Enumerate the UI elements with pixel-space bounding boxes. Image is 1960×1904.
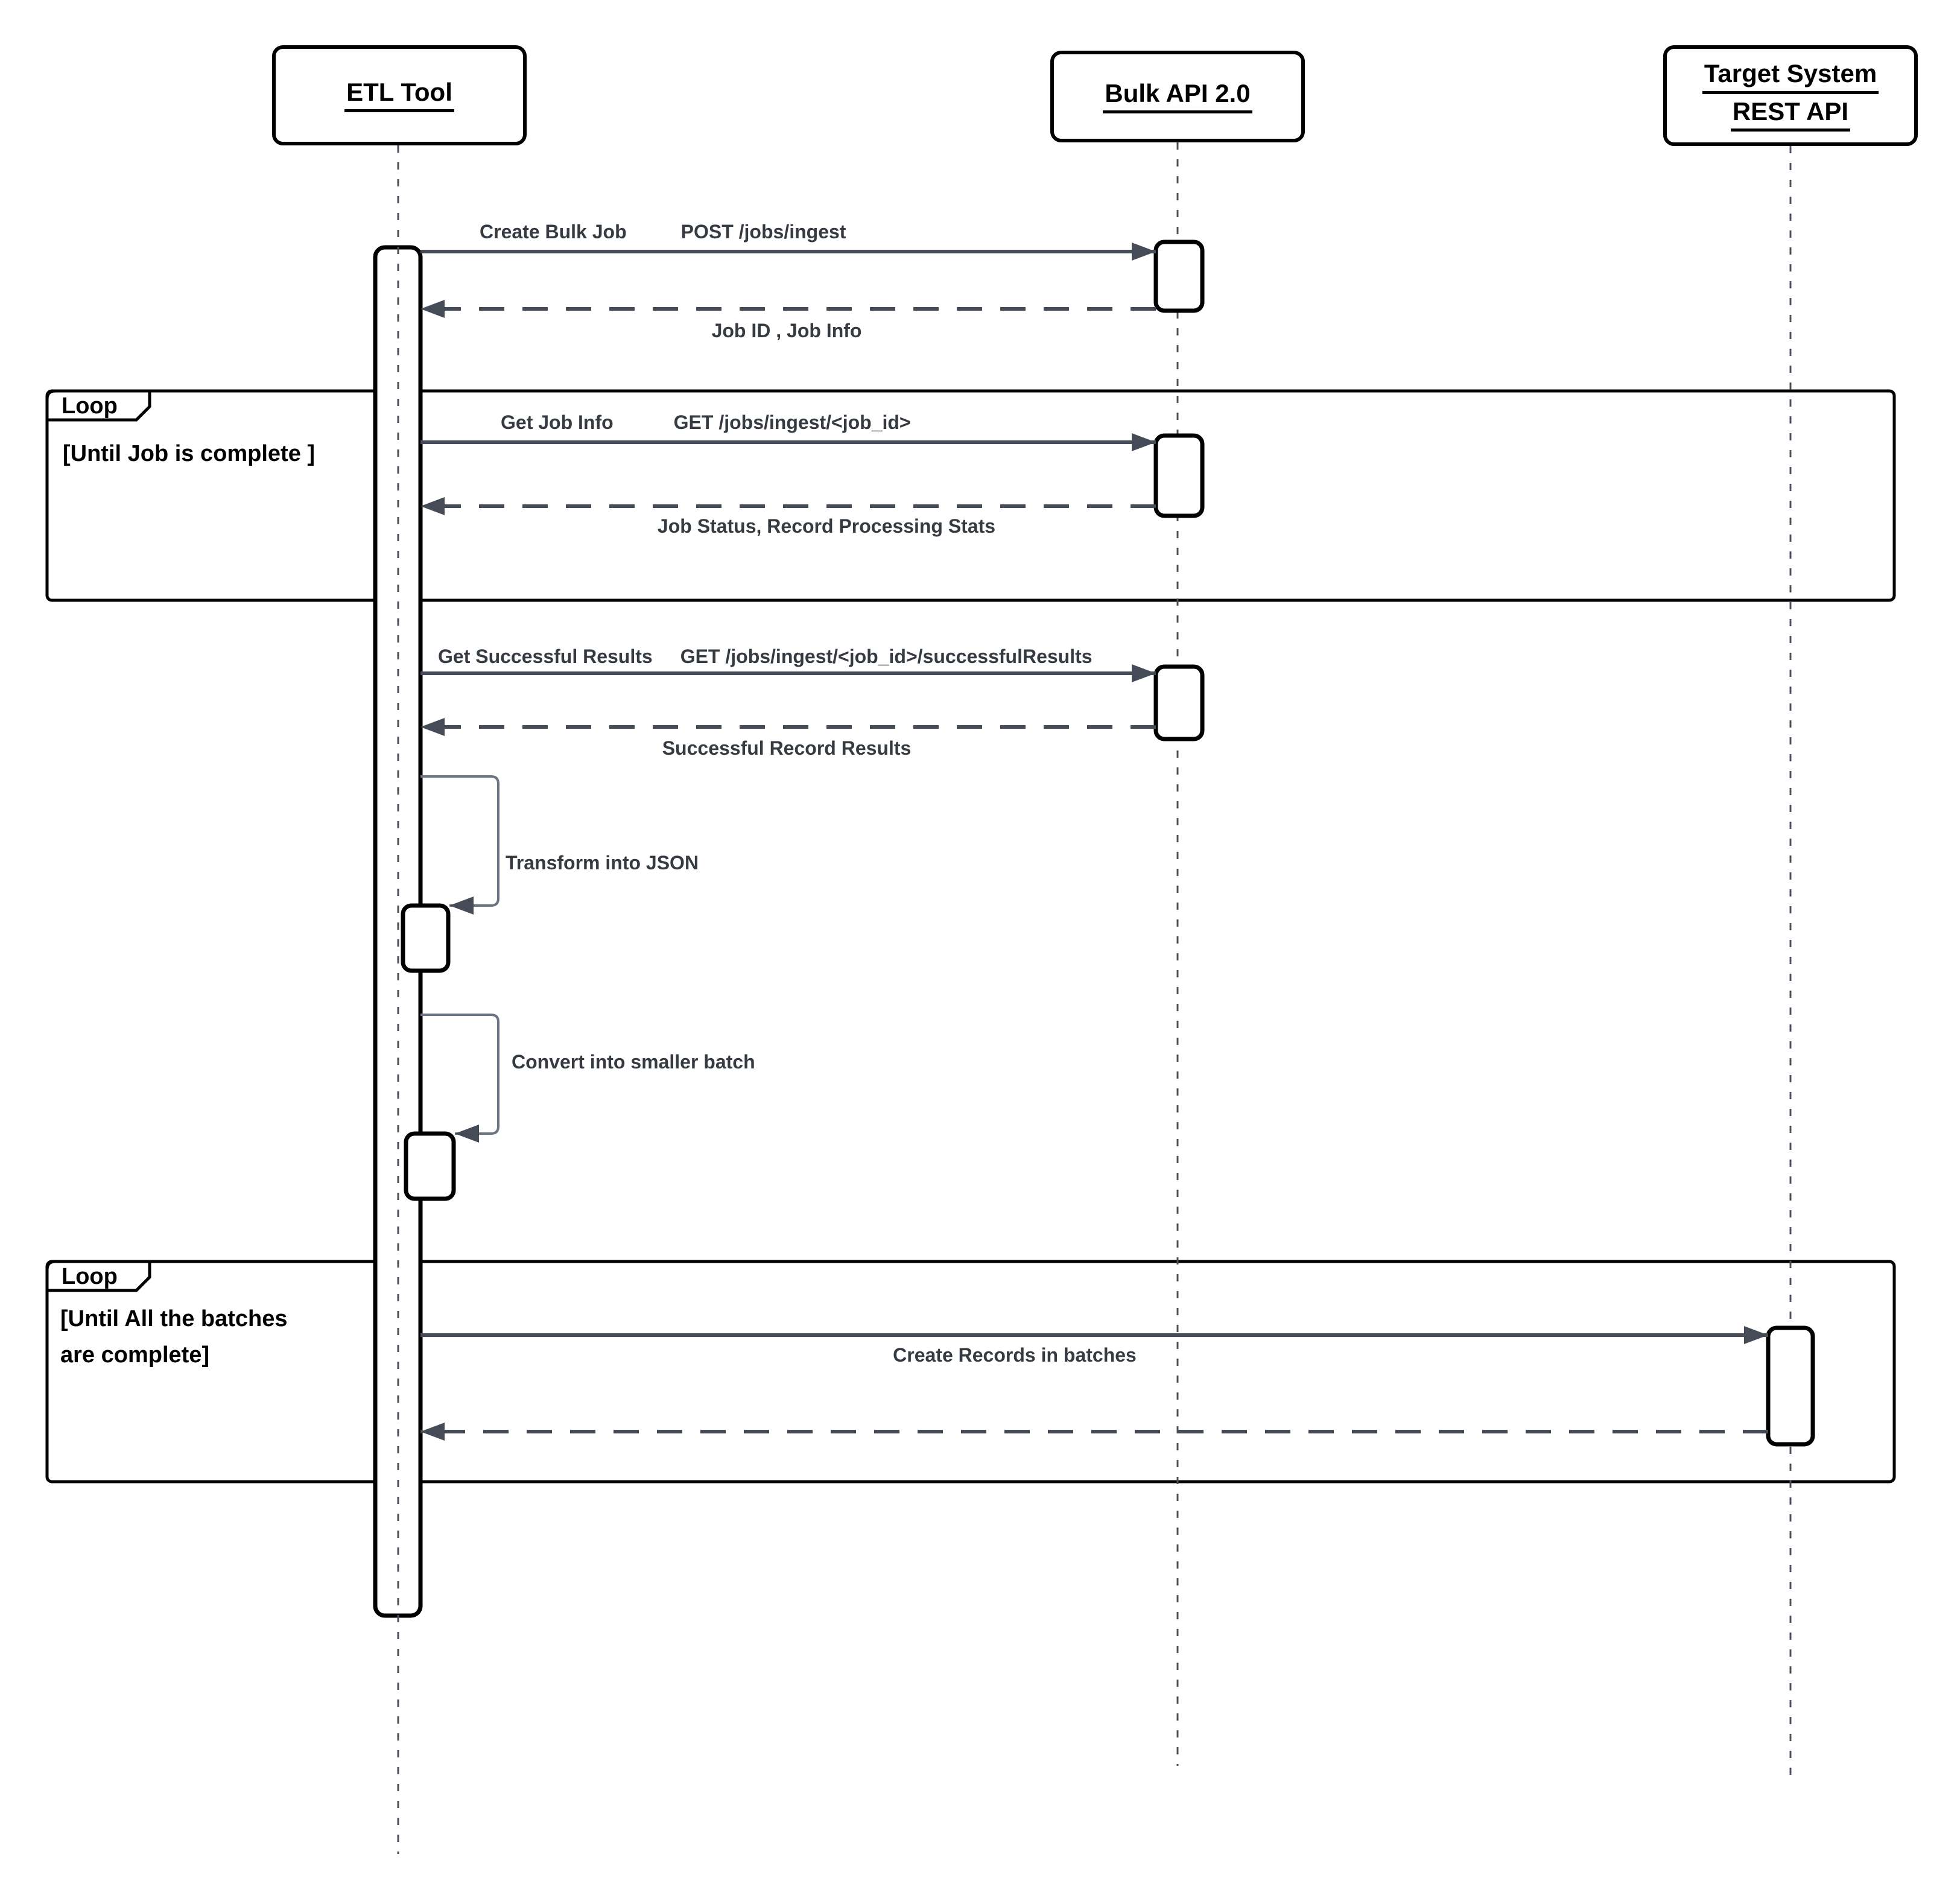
message-get-successful-results-name: Get Successful Results <box>438 646 653 667</box>
loop2-fragment-frame <box>45 1260 1896 1484</box>
message-get-job-info-name: Get Job Info <box>501 411 614 433</box>
message-create-bulk-job-label: Create Bulk Job POST /jobs/ingest <box>480 217 846 246</box>
actor-target-system-label-line2: REST API <box>1730 97 1851 132</box>
message-get-job-info-label: Get Job Info GET /jobs/ingest/<job_id> <box>501 408 911 437</box>
actor-target-system: Target System REST API <box>1663 45 1918 146</box>
loop1-guard: [Until Job is complete ] <box>63 441 316 466</box>
loop2-guard-line2: are complete] <box>60 1342 210 1368</box>
actor-bulk-api-label: Bulk API 2.0 <box>1103 79 1252 114</box>
bulk-activation-2 <box>1153 433 1205 518</box>
actor-target-system-label-line1: Target System <box>1702 60 1879 94</box>
bulk-activation-1 <box>1153 240 1205 313</box>
reply-successful-results-label: Successful Record Results <box>662 737 912 759</box>
message-create-records-label: Create Records in batches <box>893 1344 1137 1366</box>
message-create-bulk-job-endpoint: POST /jobs/ingest <box>680 221 846 243</box>
etl-self-activation-1 <box>401 903 451 973</box>
actor-etl-tool: ETL Tool <box>272 45 527 145</box>
self-message-transform-arrow <box>420 775 500 915</box>
target-activation-1 <box>1766 1325 1815 1447</box>
loop1-fragment-frame <box>45 389 1896 602</box>
bulk-activation-3 <box>1153 664 1205 741</box>
actor-etl-tool-label: ETL Tool <box>344 78 454 113</box>
message-get-successful-results-label: Get Successful Results GET /jobs/ingest/… <box>438 642 1093 671</box>
reply-job-status-label: Job Status, Record Processing Stats <box>657 515 996 537</box>
loop2-operator-tab <box>45 1260 151 1292</box>
self-message-convert-arrow <box>420 1014 500 1143</box>
reply-job-id-label: Job ID , Job Info <box>711 320 862 341</box>
message-get-successful-results-endpoint: GET /jobs/ingest/<job_id>/successfulResu… <box>680 646 1093 667</box>
etl-self-activation-2 <box>404 1131 456 1201</box>
loop2-guard-line1: [Until All the batches <box>60 1306 288 1331</box>
self-message-convert-label: Convert into smaller batch <box>512 1051 755 1073</box>
actor-bulk-api: Bulk API 2.0 <box>1050 51 1305 142</box>
loop1-operator-label: Loop <box>62 393 118 419</box>
message-create-bulk-job-name: Create Bulk Job <box>480 221 627 243</box>
message-get-job-info-endpoint: GET /jobs/ingest/<job_id> <box>673 411 911 433</box>
loop1-operator-tab <box>45 389 151 422</box>
self-message-transform-label: Transform into JSON <box>506 852 699 874</box>
loop2-operator-label: Loop <box>62 1264 118 1289</box>
